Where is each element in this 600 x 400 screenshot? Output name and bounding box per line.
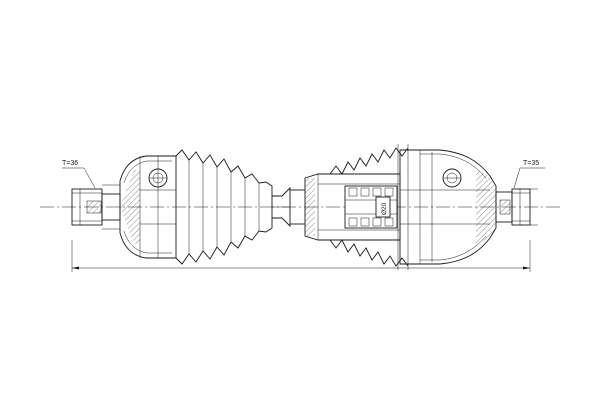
right-spline-stub [495, 188, 538, 226]
left-spline-label-leader: T=36 [62, 160, 96, 189]
inner-joint-housing: Ø20 [304, 173, 401, 241]
left-cv-joint-housing [119, 155, 177, 259]
right-cv-joint-housing [399, 149, 497, 265]
right-spline-count-label: T=35 [523, 160, 539, 167]
left-boot-bellows [175, 149, 267, 265]
roller-elements [344, 185, 398, 229]
right-boot-bellows [329, 147, 409, 267]
left-spline-count-label: T=36 [62, 160, 78, 167]
right-spline-label-leader: T=35 [513, 160, 545, 189]
center-dimension-label: Ø20 [381, 202, 388, 215]
center-shaft [265, 181, 305, 233]
overall-length-dimension [71, 240, 531, 272]
